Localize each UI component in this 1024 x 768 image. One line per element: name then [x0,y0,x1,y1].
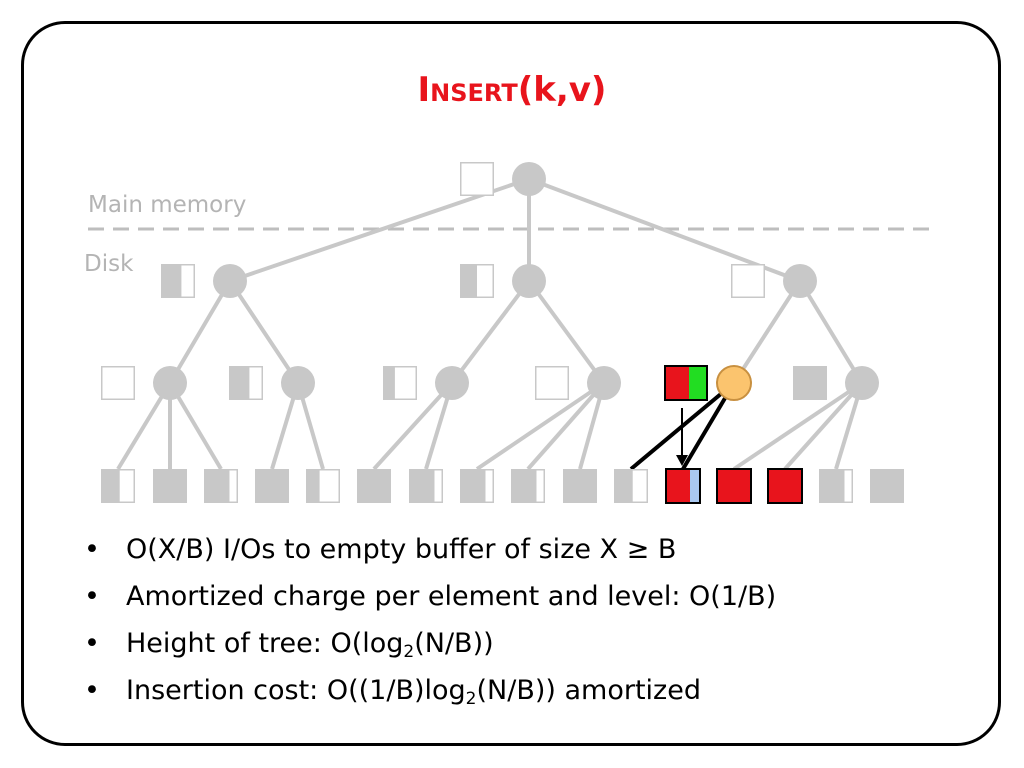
leaf-buffer [870,469,904,503]
leaf-buffer [306,469,340,503]
bullet-item: •O(X/B) I/Os to empty buffer of size X ≥… [84,534,677,565]
tree-edge [526,381,606,471]
leaf-buffer [204,469,238,503]
tree-node [783,264,817,298]
leaf-buffer [255,469,289,503]
bullet-item: •Height of tree: O(log2(N/B)) [84,628,494,662]
slide-frame [21,21,1001,746]
leaf-buffer [460,469,494,503]
tree-buffers [101,162,904,504]
tree-node [512,264,546,298]
slide-title: INSERT(k,v) [417,70,607,110]
main-memory-label: Main memory [88,192,246,218]
node-buffer [101,366,135,400]
leaf-buffer [357,469,391,503]
tree-edge [732,279,802,385]
tree-node [213,264,247,298]
tree-edge [228,279,300,385]
tree-edge [783,381,864,471]
node-buffer [161,264,195,298]
leaf-buffer [614,469,648,503]
node-buffer [535,366,569,400]
tree-edge [798,279,864,385]
tree-node [845,366,879,400]
leaf-buffer [101,469,135,503]
leaf-buffer [665,468,701,504]
tree-edge [168,279,232,385]
leaf-buffer [511,469,545,503]
root-node [512,162,546,196]
bullet-item: •Amortized charge per element and level:… [84,581,777,612]
tree-edge [372,381,454,471]
tree-node [435,366,469,400]
tree-node [153,366,187,400]
tree-edges [116,177,864,471]
node-buffer [793,366,827,400]
leaf-buffer [819,469,853,503]
leaf-buffer [716,468,752,504]
bullet-list: •O(X/B) I/Os to empty buffer of size X ≥… [84,530,776,718]
tree-node [281,366,315,400]
leaf-buffer [153,469,187,503]
leaf-buffer [409,469,443,503]
node-buffer [731,264,765,298]
bullet-item: •Insertion cost: O((1/B)log2(N/B)) amort… [84,675,701,709]
leaf-buffer [767,468,803,504]
node-buffer [383,366,417,400]
tree-edge [732,381,864,471]
tree-edge [475,381,606,471]
tree-edge [527,279,606,385]
tree-edge [450,279,531,385]
leaf-buffer [563,469,597,503]
disk-label: Disk [84,251,134,277]
node-buffer [460,264,494,298]
tree-nodes [153,162,879,401]
tree-node [587,366,621,400]
node-buffer [229,366,263,400]
node-buffer [664,365,708,401]
root-buffer [460,162,494,196]
flush-arrowhead [676,455,688,466]
tree-node [716,365,752,401]
